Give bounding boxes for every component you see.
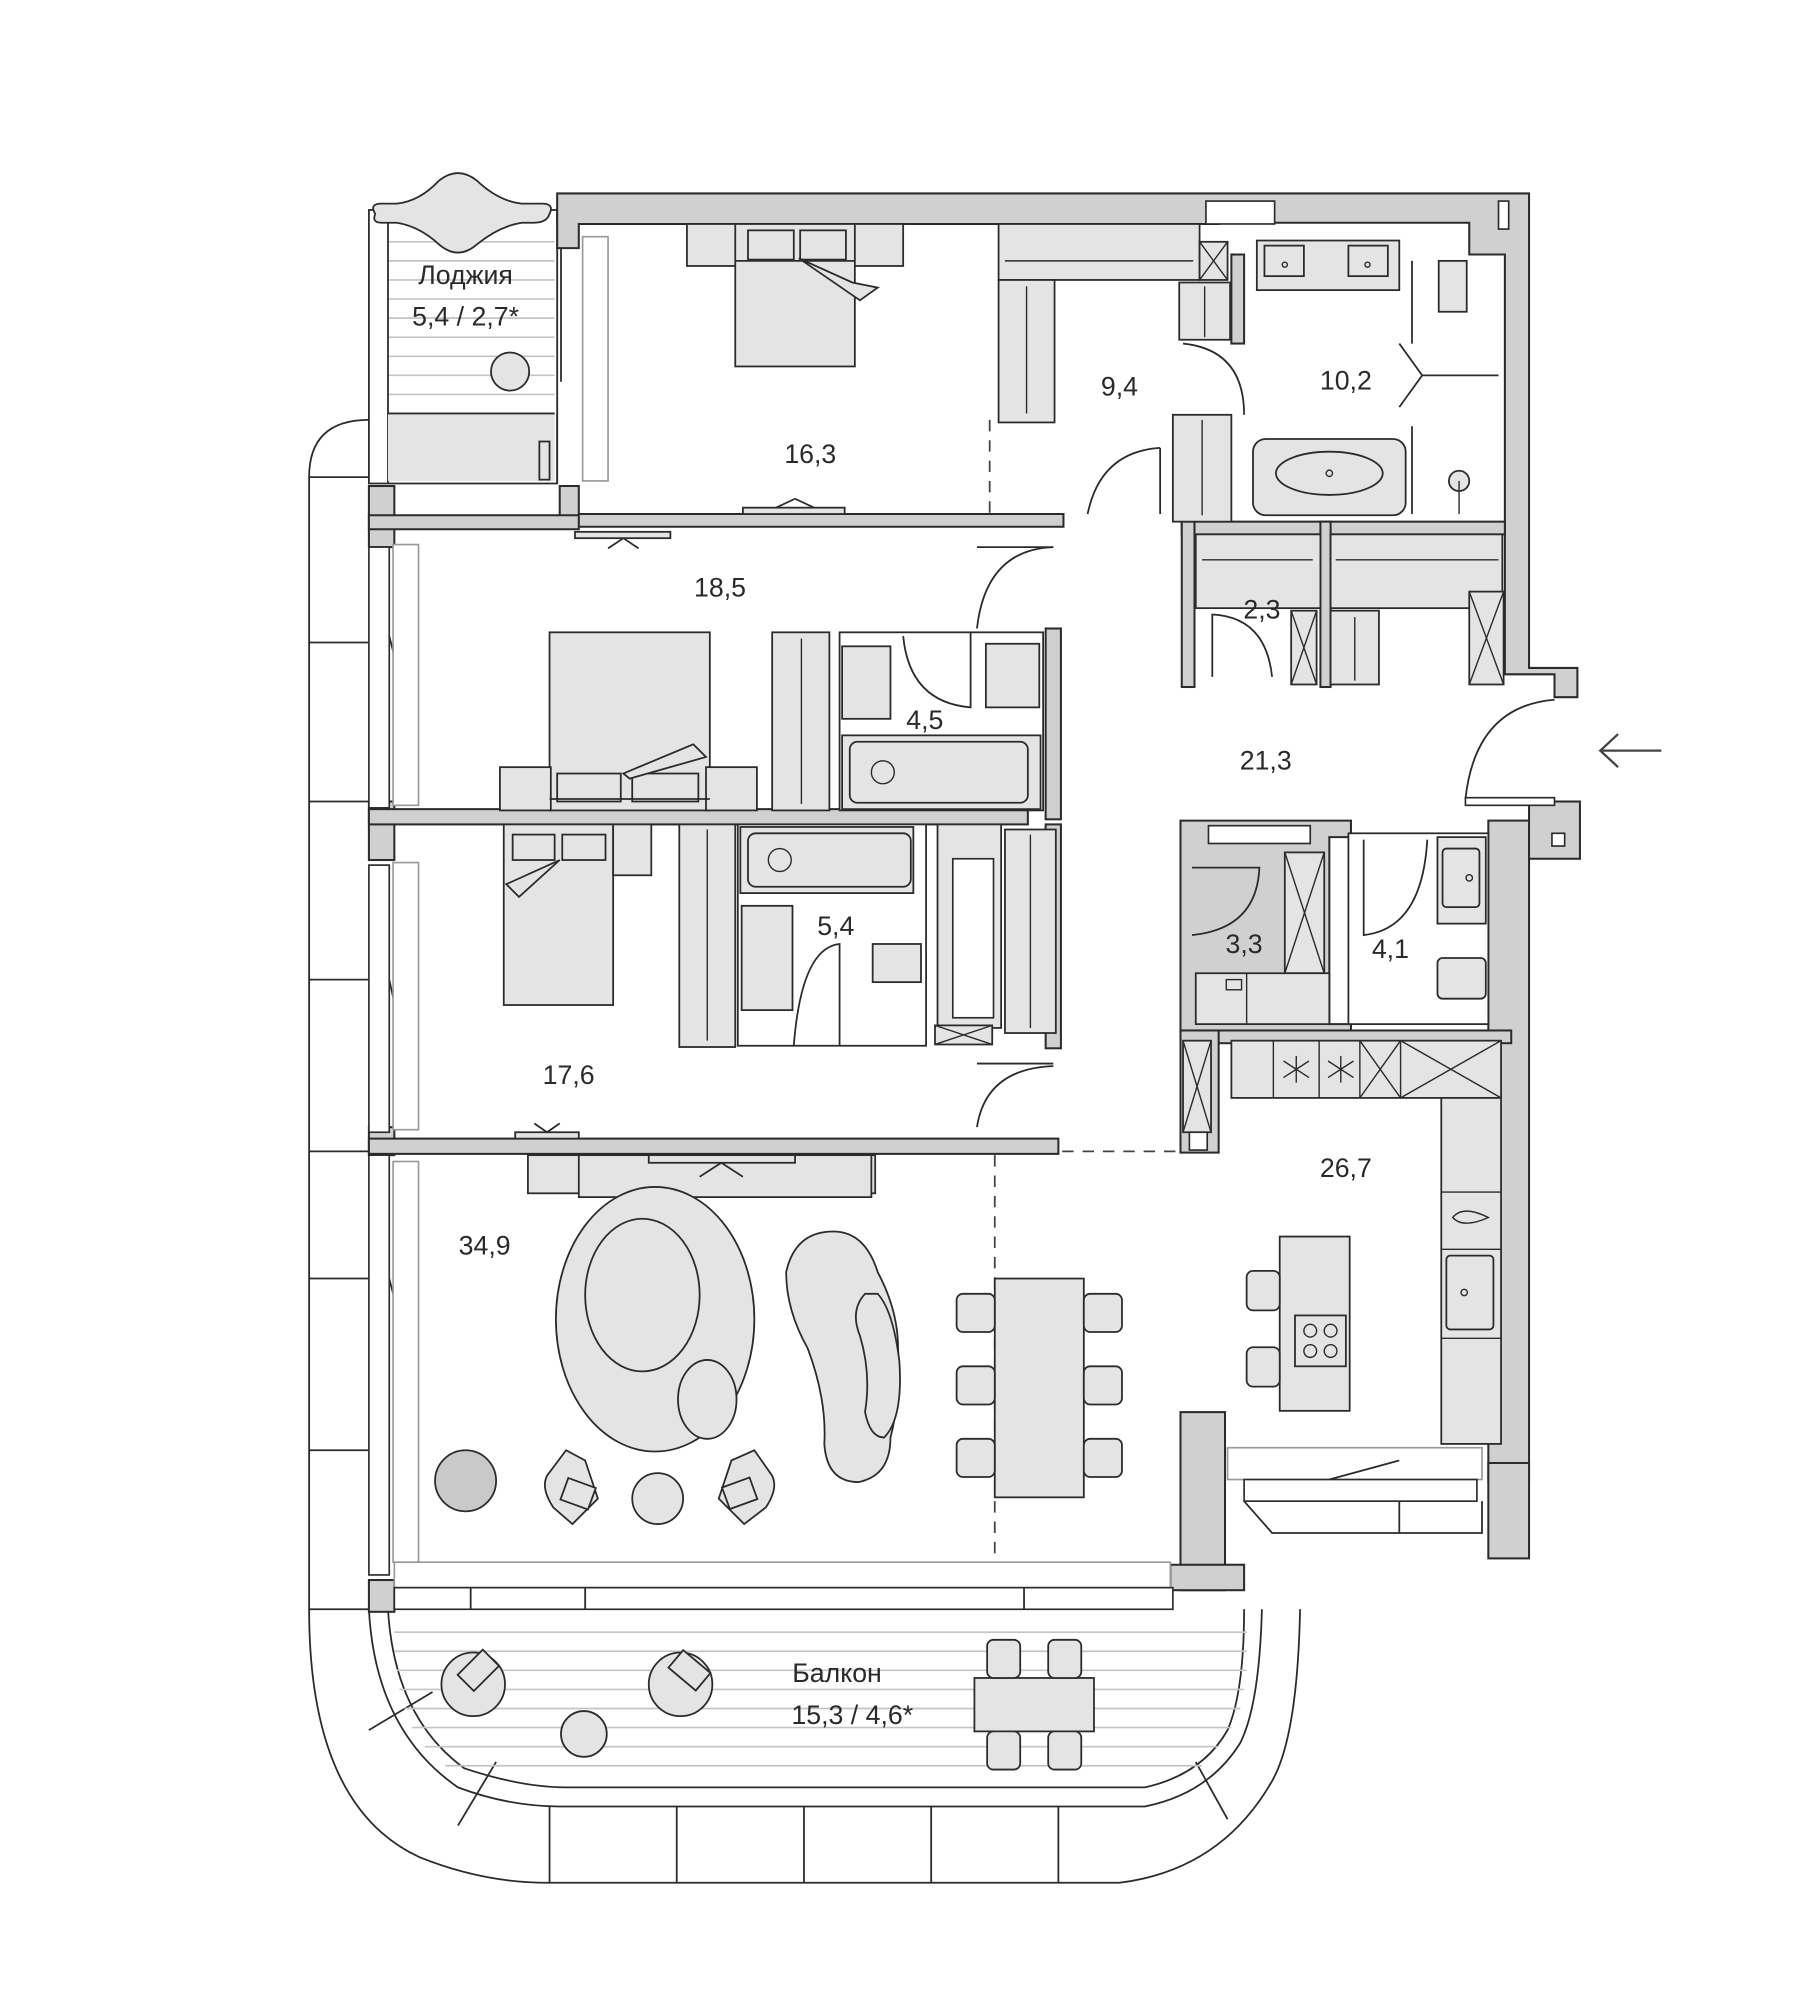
entrance-arrow-icon: [1598, 733, 1662, 768]
kitchen: 26,7: [1062, 1039, 1502, 1534]
hall-area: 21,3: [1240, 746, 1292, 776]
bath-1: 10,2: [1205, 200, 1510, 517]
wc-area: 4,1: [1372, 934, 1409, 964]
bath-1-area: 10,2: [1320, 365, 1372, 395]
loggia-table-icon: [490, 351, 531, 392]
balcony-table: [973, 1677, 1095, 1733]
tap-icon: [1451, 1210, 1490, 1224]
living-room: 34,9: [393, 1154, 1174, 1611]
living-area: 34,9: [459, 1230, 511, 1260]
balcony-area: 15,3 / 4,6*: [791, 1700, 913, 1730]
radiator-left: [392, 543, 420, 1564]
bath-3: 5,4: [678, 823, 1057, 1048]
loggia-planter-icon: [372, 172, 552, 254]
bedroom-2: 18,5: [499, 530, 758, 812]
loggia-area: 5,4 / 2,7*: [412, 302, 519, 332]
left-windows: [368, 235, 609, 1576]
bath-2: 4,5: [771, 631, 1044, 812]
pouf-icon: [434, 1449, 498, 1513]
storage-1-area: 2,3: [1243, 594, 1280, 624]
laundry: 3,3: [1191, 824, 1331, 1026]
laundry-area: 3,3: [1226, 929, 1263, 959]
sink-icon: [1445, 1254, 1495, 1331]
wc: 4,1: [1347, 832, 1490, 1026]
loggia: Лоджия 5,4 / 2,7*: [368, 172, 562, 485]
loggia-name: Лоджия: [418, 260, 513, 290]
wardrobe-1: 9,4: [997, 223, 1245, 523]
cooktop-icon: [1294, 1314, 1347, 1368]
hood-star-icon: [1283, 1055, 1354, 1083]
bedroom-3: 17,6: [502, 823, 1054, 1140]
bedroom-1-area: 16,3: [784, 439, 836, 469]
hall: 21,3: [976, 546, 1566, 847]
balcony: Балкон 15,3 / 4,6*: [440, 1638, 1095, 1771]
dining-table: [993, 1277, 1085, 1499]
storage-1: 2,3: [1194, 533, 1505, 686]
bedroom-3-area: 17,6: [543, 1060, 595, 1090]
bath-3-area: 5,4: [817, 911, 854, 941]
bath-2-area: 4,5: [906, 705, 943, 735]
balcony-name: Балкон: [792, 1658, 882, 1688]
wardrobe-1-area: 9,4: [1101, 372, 1138, 402]
bedroom-2-area: 18,5: [694, 573, 746, 603]
bedroom-1: 16,3: [686, 223, 991, 515]
facade-outline: [308, 418, 1301, 1884]
kitchen-area: 26,7: [1320, 1153, 1372, 1183]
